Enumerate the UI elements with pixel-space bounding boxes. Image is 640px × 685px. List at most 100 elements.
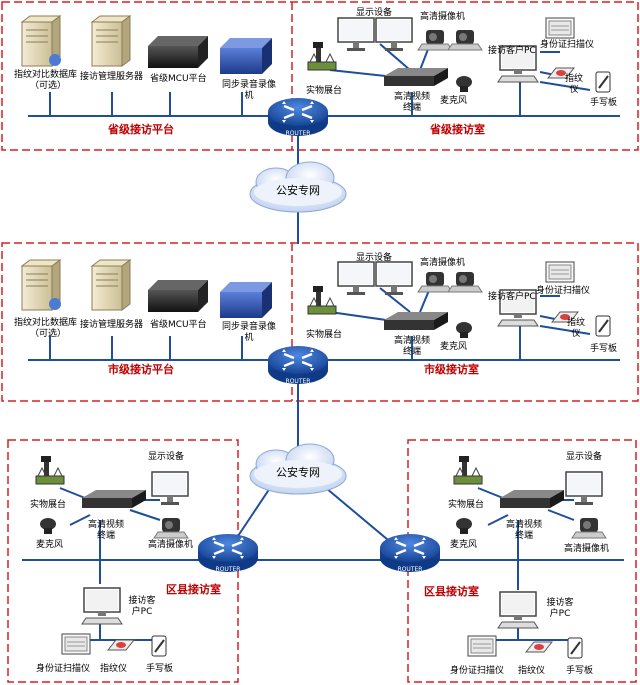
display-icon xyxy=(337,261,375,296)
cloud-label: 公安专网 xyxy=(276,184,320,197)
device-label: 接访客户PC xyxy=(546,598,574,619)
device-label: 手写板 xyxy=(146,664,174,674)
device-label: 接访客户PC xyxy=(488,46,536,56)
provincial-devices xyxy=(21,15,611,93)
user-icon xyxy=(49,298,61,310)
management-server-icon xyxy=(91,15,131,67)
device-label: 同步录音录像机 xyxy=(221,322,276,343)
device-label: 身份证扫描仪 xyxy=(450,666,505,676)
device-label: 指纹对比数据库 xyxy=(14,318,78,328)
router-label: ROUTER xyxy=(397,566,423,573)
mcu-icon xyxy=(148,36,208,68)
device-label: 高清视频终端 xyxy=(393,92,430,113)
camera-icon xyxy=(571,517,607,539)
fingerprint-reader-icon xyxy=(525,641,553,653)
device-label: 身份证扫描仪 xyxy=(536,286,591,296)
device-label: 身份证扫描仪 xyxy=(540,40,595,50)
device-label: 指纹仪 xyxy=(100,664,128,674)
video-terminal-icon xyxy=(384,312,448,330)
pc-icon xyxy=(497,591,539,629)
device-label: 麦克风 xyxy=(450,540,478,550)
device-label: 显示设备 xyxy=(566,452,603,462)
device-label: 实物展台 xyxy=(448,500,485,510)
video-terminal-icon xyxy=(82,490,146,508)
signature-pad-icon xyxy=(595,71,611,93)
camera-icon xyxy=(417,29,453,51)
user-icon xyxy=(49,54,61,66)
region-title: 省级接访室 xyxy=(430,123,485,136)
microphone-icon xyxy=(456,518,472,534)
device-label: 高清视频终端 xyxy=(505,520,542,541)
device-label: 麦克风 xyxy=(36,540,64,550)
device-label: 高清视频终端 xyxy=(393,336,430,357)
device-label: 同步录音录像机 xyxy=(221,80,276,101)
booth-icon xyxy=(35,455,65,485)
device-label: 实物展台 xyxy=(306,86,343,96)
device-label: 省级MCU平台 xyxy=(150,320,207,330)
region-title: 市级接访平台 xyxy=(108,363,174,376)
id-scanner-icon xyxy=(545,261,575,283)
region-title: 省级接访平台 xyxy=(108,123,174,136)
signature-pad-icon xyxy=(151,635,167,657)
id-scanner-icon xyxy=(467,635,497,657)
router-label: ROUTER xyxy=(215,566,241,573)
booth-icon xyxy=(453,455,483,485)
router-label: ROUTER xyxy=(285,130,311,137)
management-server-icon xyxy=(91,259,131,311)
device-label: 显示设备 xyxy=(356,8,393,18)
device-label: 高清摄像机 xyxy=(148,540,194,550)
camera-icon xyxy=(153,517,189,539)
device-label: 高清摄像机 xyxy=(420,258,466,268)
device-label: 麦克风 xyxy=(440,96,468,106)
cloud-label: 公安专网 xyxy=(276,466,320,479)
device-label: 高清视频终端 xyxy=(87,520,124,541)
pc-icon xyxy=(81,587,123,625)
county-left-devices xyxy=(35,455,189,657)
county-right-devices xyxy=(453,455,607,659)
region-title: 区县接访室 xyxy=(424,585,479,598)
signature-pad-icon xyxy=(595,315,611,337)
id-scanner-icon xyxy=(545,17,575,39)
device-label: 指纹仪 xyxy=(564,74,583,95)
display-icon xyxy=(337,17,375,52)
video-terminal-icon xyxy=(384,68,448,86)
camera-icon xyxy=(417,271,453,293)
device-label: 指纹对比数据库 xyxy=(14,70,78,80)
device-label: 接访管理服务器 xyxy=(80,72,144,82)
microphone-icon xyxy=(40,518,56,534)
device-label: 实物展台 xyxy=(306,330,343,340)
device-label: 指纹仪 xyxy=(518,666,546,676)
device-label: （可选） xyxy=(30,329,67,339)
region-title: 市级接访室 xyxy=(424,363,479,376)
mcu-icon xyxy=(148,280,208,312)
booth-icon xyxy=(307,41,337,71)
booth-icon xyxy=(307,285,337,315)
device-label: 手写板 xyxy=(590,98,618,108)
region-title: 区县接访室 xyxy=(166,583,221,596)
device-label: 接访客户PC xyxy=(488,292,536,302)
device-label: 手写板 xyxy=(566,666,594,676)
device-label: 指纹仪 xyxy=(566,318,585,339)
device-label: 显示设备 xyxy=(148,452,185,462)
device-label: 显示设备 xyxy=(356,253,393,263)
device-label: 接访客户PC xyxy=(128,596,156,617)
device-label: 麦克风 xyxy=(440,342,468,352)
city-devices xyxy=(21,259,611,338)
device-label: 身份证扫描仪 xyxy=(36,664,91,674)
device-label: 手写板 xyxy=(590,344,618,354)
device-label: 高清摄像机 xyxy=(564,544,610,554)
router-label: ROUTER xyxy=(285,378,311,385)
camera-icon xyxy=(447,29,483,51)
id-scanner-icon xyxy=(61,633,91,655)
device-label: 省级MCU平台 xyxy=(150,74,207,84)
recorder-icon xyxy=(220,282,272,318)
device-label: （可选） xyxy=(30,81,67,91)
fingerprint-reader-icon xyxy=(107,639,135,651)
device-label: 高清摄像机 xyxy=(420,12,466,22)
network-links xyxy=(22,43,624,641)
camera-icon xyxy=(447,271,483,293)
video-terminal-icon xyxy=(500,490,564,508)
microphone-icon xyxy=(456,322,472,338)
device-label: 实物展台 xyxy=(30,500,67,510)
